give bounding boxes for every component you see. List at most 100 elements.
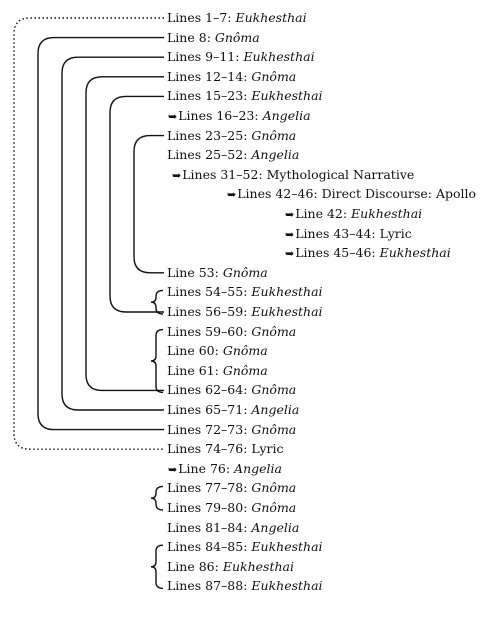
separator: : <box>243 480 252 496</box>
line-entry: Line 8: Gnôma <box>167 28 260 48</box>
line-entry: ➥Lines 42–46: Direct Discourse: Apollo <box>227 184 476 205</box>
group-brace <box>150 485 164 511</box>
line-range: Lines 72–73 <box>167 421 244 437</box>
genre-label: Gnôma <box>222 362 268 378</box>
separator: : <box>225 460 235 476</box>
separator: : <box>243 284 252 300</box>
line-entry: Lines 15–23: Eukhesthai <box>167 86 323 106</box>
genre-label: Eukhesthai <box>251 284 323 300</box>
line-range: Lines 42–46 <box>237 186 314 202</box>
line-entry: Lines 62–64: Gnôma <box>167 380 296 400</box>
line-entry: Lines 65–71: Angelia <box>167 400 299 420</box>
genre-label: Eukhesthai <box>222 558 294 574</box>
line-entry: Lines 54–55: Eukhesthai <box>167 282 323 302</box>
indent-arrow-icon: ➥ <box>285 208 295 221</box>
genre-label: Gnôma <box>222 343 268 359</box>
separator: : <box>243 68 252 84</box>
line-range: Lines 65–71 <box>167 402 244 417</box>
line-entry: Lines 79–80: Gnôma <box>167 498 296 518</box>
line-entry: Lines 59–60: Gnôma <box>167 322 296 342</box>
line-range: Lines 56–59 <box>167 304 244 319</box>
separator: : <box>342 206 352 221</box>
line-entry: Lines 1–7: Eukhesthai <box>167 8 307 28</box>
line-range: Lines 31–52 <box>182 166 259 182</box>
genre-label: Angelia <box>234 460 282 476</box>
separator: : <box>214 343 223 359</box>
genre-label: Gnôma <box>251 500 297 515</box>
genre-label: Eukhesthai <box>243 49 315 65</box>
line-range: Lines 23–25 <box>167 127 244 143</box>
genre-label: Angelia <box>251 519 300 535</box>
line-entry: Lines 72–73: Gnôma <box>167 420 296 440</box>
separator: : <box>254 108 263 123</box>
line-entry: Line 61: Gnôma <box>167 361 268 381</box>
ring-link <box>13 17 164 450</box>
separator: : <box>243 382 252 398</box>
ring-link <box>109 95 164 313</box>
separator: : <box>243 441 252 457</box>
separator: : <box>243 127 252 143</box>
genre-label: Angelia <box>262 108 311 123</box>
line-range: Line 76 <box>178 460 226 476</box>
genre-label: Lyric <box>379 225 412 241</box>
separator: : <box>214 264 223 280</box>
line-entry: Lines 77–78: Gnôma <box>167 478 296 498</box>
separator: : <box>258 166 267 182</box>
line-range: Lines 43–44 <box>295 225 372 241</box>
line-entry: ➥Lines 45–46: Eukhesthai <box>285 243 451 264</box>
separator: : <box>243 304 252 319</box>
line-range: Lines 77–78 <box>167 480 244 496</box>
genre-label: Angelia <box>251 402 300 417</box>
separator: : <box>243 539 252 555</box>
line-range: Lines 15–23 <box>167 88 244 104</box>
indent-arrow-icon: ➥ <box>285 227 295 241</box>
line-range: Line 61 <box>167 362 215 378</box>
line-entry: ➥Lines 16–23: Angelia <box>168 106 311 127</box>
line-entry: Lines 81–84: Angelia <box>167 518 299 538</box>
separator: : <box>313 186 322 202</box>
genre-label: Gnôma <box>251 68 297 84</box>
line-entry: Lines 87–88: Eukhesthai <box>167 576 323 596</box>
line-range: Lines 62–64 <box>167 382 244 398</box>
separator: : <box>214 362 223 378</box>
line-range: Lines 81–84 <box>167 519 244 535</box>
ring-link <box>37 36 164 431</box>
group-brace <box>150 544 164 590</box>
line-range: Lines 12–14 <box>167 68 244 84</box>
indent-arrow-icon: ➥ <box>168 110 178 123</box>
genre-label: Eukhesthai <box>351 206 423 221</box>
line-range: Line 8 <box>167 29 207 45</box>
genre-label: Eukhesthai <box>235 10 307 25</box>
indent-arrow-icon: ➥ <box>168 462 178 476</box>
ring-link <box>61 56 164 411</box>
line-entry: Line 86: Eukhesthai <box>167 557 294 577</box>
genre-label: Mythological Narrative <box>266 166 415 182</box>
line-entry: Line 53: Gnôma <box>167 263 268 283</box>
line-range: Line 86 <box>167 558 215 574</box>
genre-label: Gnôma <box>222 264 268 280</box>
line-entry: Lines 84–85: Eukhesthai <box>167 537 323 557</box>
line-range: Lines 16–23 <box>178 108 255 123</box>
separator: : <box>243 88 252 104</box>
line-range: Lines 54–55 <box>167 284 244 300</box>
line-entry: Lines 23–25: Gnôma <box>167 126 296 146</box>
line-entry: Line 60: Gnôma <box>167 341 268 361</box>
line-entry: ➥Lines 43–44: Lyric <box>285 224 412 245</box>
line-range: Lines 1–7 <box>167 10 228 25</box>
indent-arrow-icon: ➥ <box>227 188 237 202</box>
genre-label: Direct Discourse: Apollo <box>321 186 477 202</box>
genre-label: Eukhesthai <box>251 304 323 319</box>
line-range: Lines 87–88 <box>167 578 244 594</box>
line-entry: Lines 74–76: Lyric <box>167 439 284 459</box>
genre-label: Eukhesthai <box>251 88 323 104</box>
separator: : <box>243 519 252 535</box>
line-entry: ➥Lines 31–52: Mythological Narrative <box>172 165 414 186</box>
genre-label: Eukhesthai <box>251 539 323 555</box>
genre-label: Gnôma <box>251 382 297 398</box>
genre-label: Gnôma <box>251 421 297 437</box>
line-entry: Lines 12–14: Gnôma <box>167 67 296 87</box>
line-range: Lines 25–52 <box>167 147 244 163</box>
genre-label: Gnôma <box>251 480 297 496</box>
